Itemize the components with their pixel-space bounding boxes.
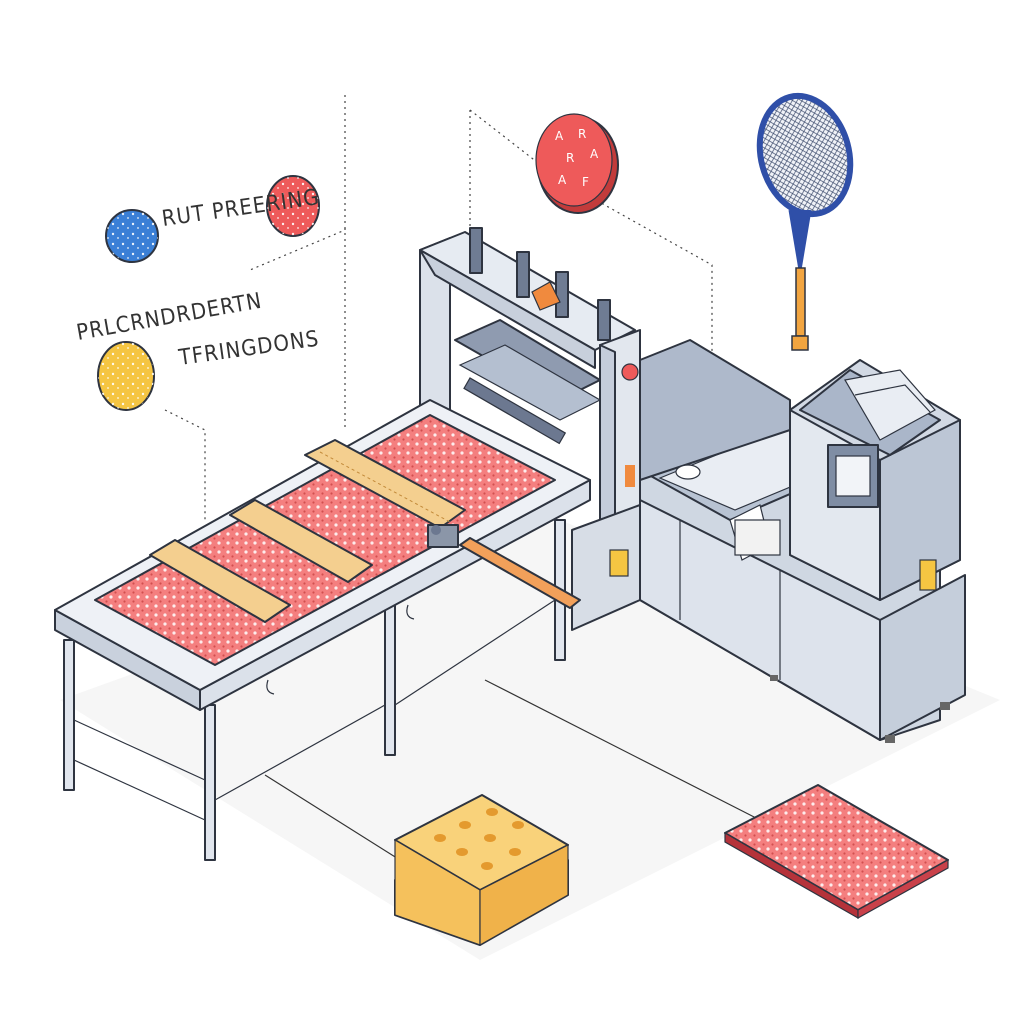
svg-text:R: R bbox=[578, 127, 586, 141]
red-dot-badge-icon bbox=[266, 175, 320, 237]
label-bottom: TFRINGDONS bbox=[176, 327, 320, 372]
dough-bars bbox=[149, 439, 466, 623]
stacked-crackers bbox=[394, 794, 569, 947]
leader-lines bbox=[164, 95, 761, 861]
svg-text:A: A bbox=[558, 173, 567, 187]
svg-text:R: R bbox=[566, 151, 574, 165]
cutter-blade bbox=[427, 524, 581, 609]
blue-dot-badge-icon bbox=[105, 209, 159, 263]
tennis-racket-icon bbox=[756, 92, 854, 351]
conveyor-table bbox=[54, 399, 591, 861]
press-gantry bbox=[419, 227, 641, 631]
svg-text:F: F bbox=[582, 175, 589, 189]
press-cylinders bbox=[469, 227, 611, 341]
svg-text:A: A bbox=[590, 147, 599, 161]
yellow-dot-badge-icon bbox=[97, 341, 155, 411]
dough-sheet-output bbox=[724, 784, 949, 920]
red-emblem-disc-icon: A R R A A F bbox=[535, 113, 619, 214]
cabinet-machine bbox=[639, 339, 966, 743]
svg-text:A: A bbox=[555, 129, 564, 143]
